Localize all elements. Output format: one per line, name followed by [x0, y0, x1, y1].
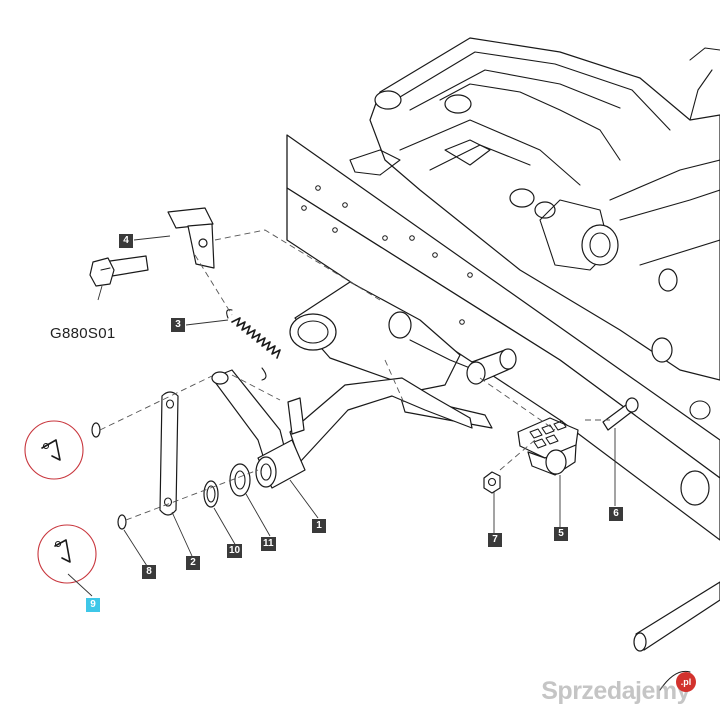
watermark-badge: .pl [676, 672, 696, 692]
callout-2[interactable]: 2 [186, 556, 200, 570]
highlight-circle-lower [37, 524, 97, 584]
part-5-pedal-pad [517, 417, 579, 476]
part-9-clip-pin [54, 539, 71, 563]
part-3-spring [226, 309, 281, 381]
part-6-bolt [602, 397, 639, 431]
part-code-label: G880S01 [50, 325, 116, 342]
small-washer-upper [91, 422, 101, 438]
callout-9[interactable]: 9 [86, 598, 100, 612]
part-1-pedal-shaft [211, 369, 473, 489]
callout-11[interactable]: 11 [261, 537, 276, 551]
bolt-g880s01 [89, 255, 149, 287]
part-11-washer [229, 463, 251, 497]
part-2-connecting-link [159, 391, 179, 516]
callout-8[interactable]: 8 [142, 565, 156, 579]
rod-bottom-right [633, 581, 720, 691]
leader-lines [67, 235, 616, 597]
callout-7[interactable]: 7 [488, 533, 502, 547]
callout-4[interactable]: 4 [119, 234, 133, 248]
part-4-spring-bracket [167, 207, 215, 269]
callout-1[interactable]: 1 [312, 519, 326, 533]
clip-pin-upper [41, 439, 61, 461]
callout-5[interactable]: 5 [554, 527, 568, 541]
watermark-text: Sprzedajemy [541, 677, 690, 705]
part-8-small-washer [117, 514, 127, 530]
callout-3[interactable]: 3 [171, 318, 185, 332]
assembly-lines [99, 229, 610, 521]
highlight-circle-upper [24, 420, 84, 480]
part-7-nut [483, 471, 501, 494]
callout-6[interactable]: 6 [609, 507, 623, 521]
part-10-ring [203, 480, 219, 508]
transmission-housing [349, 37, 720, 381]
callout-10[interactable]: 10 [227, 544, 243, 558]
